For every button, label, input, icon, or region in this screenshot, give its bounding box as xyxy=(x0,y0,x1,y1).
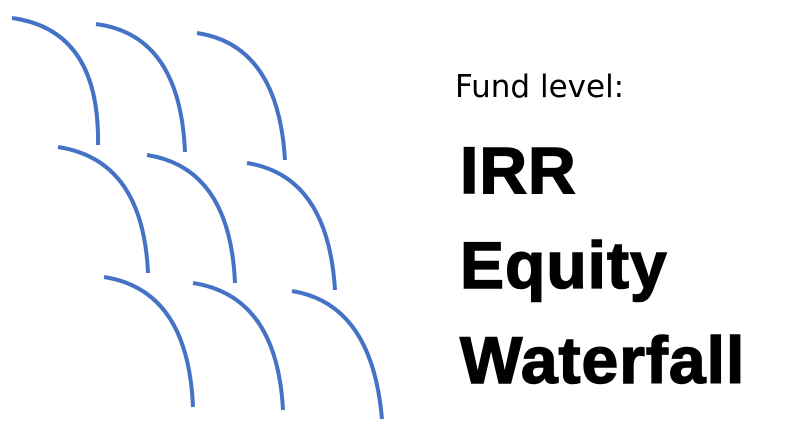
arc-1 xyxy=(11,16,101,146)
arc-9 xyxy=(291,289,384,420)
arc-5 xyxy=(146,153,237,284)
arc-3 xyxy=(196,31,287,161)
title-irr: IRR xyxy=(459,133,577,207)
arc-wave-pattern-icon xyxy=(11,16,384,420)
title-equity: Equity xyxy=(459,228,668,302)
arc-7 xyxy=(103,275,195,408)
arc-2 xyxy=(95,22,187,153)
arc-6 xyxy=(246,161,337,291)
fund-level-label: Fund level: xyxy=(455,69,625,105)
arc-8 xyxy=(192,281,285,411)
arc-4 xyxy=(57,145,150,274)
title-waterfall: Waterfall xyxy=(459,323,746,397)
